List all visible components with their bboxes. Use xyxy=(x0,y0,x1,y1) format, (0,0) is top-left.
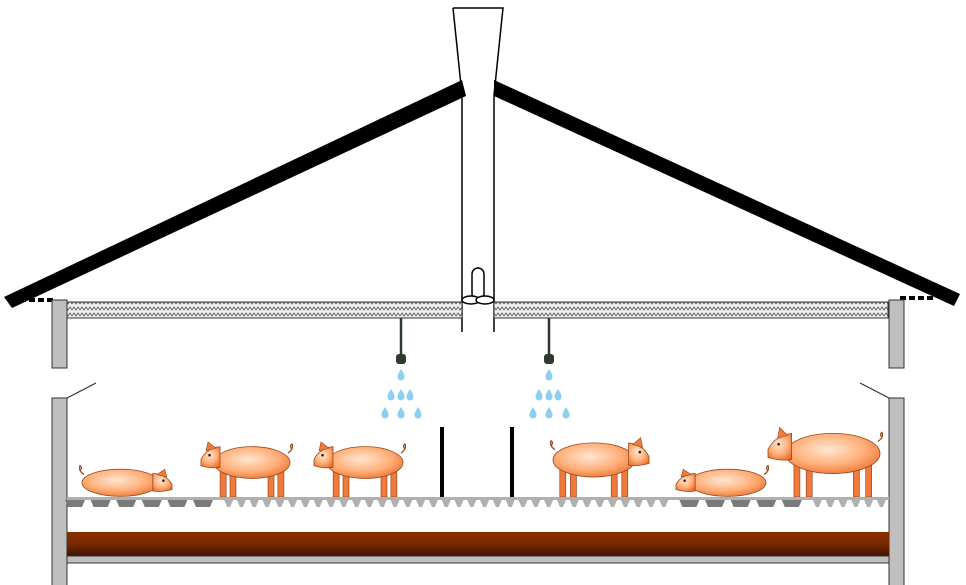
floor-slat xyxy=(275,500,285,507)
roof xyxy=(4,80,960,308)
floor-slat xyxy=(812,500,822,507)
floor-slat xyxy=(262,500,272,507)
water-drop-icon xyxy=(545,407,553,419)
floor-slat xyxy=(825,500,835,507)
floor-slat xyxy=(646,500,656,507)
pig-standing xyxy=(313,441,407,498)
floor-slat xyxy=(864,500,874,507)
floor-slat xyxy=(364,500,374,507)
left-air-inlet-flap xyxy=(66,382,97,399)
floor-slat xyxy=(781,500,802,507)
right-air-inlet-flap xyxy=(859,382,890,399)
water-drop-icon xyxy=(545,389,553,401)
floor-slat xyxy=(167,500,188,507)
right-wall xyxy=(888,299,905,585)
floor-slat xyxy=(556,500,566,507)
floor-slat xyxy=(313,500,323,507)
ceiling-insulation-left xyxy=(66,301,463,319)
floor-slat xyxy=(633,500,643,507)
floor-slat xyxy=(756,500,777,507)
floor-slat xyxy=(582,500,592,507)
floor-slat xyxy=(730,500,751,507)
ventilation-chimney xyxy=(452,7,504,332)
floor-slat xyxy=(352,500,362,507)
floor-slat xyxy=(454,500,464,507)
pig-standing xyxy=(767,426,884,498)
slatted-floor xyxy=(65,497,889,507)
pig-standing xyxy=(200,441,294,498)
floor-slat xyxy=(544,500,554,507)
floor-slat xyxy=(377,500,387,507)
floor-slat xyxy=(531,500,541,507)
sprinkler xyxy=(381,318,422,419)
floor-slat xyxy=(838,500,848,507)
water-drop-icon xyxy=(397,407,405,419)
floor-slat xyxy=(851,500,861,507)
left-wall xyxy=(51,299,68,585)
floor-slat xyxy=(193,500,213,507)
floor-slat xyxy=(141,500,162,507)
water-drop-icon xyxy=(387,389,395,401)
floor-slat xyxy=(480,500,490,507)
water-drop-icon xyxy=(562,407,570,419)
floor-slat xyxy=(428,500,438,507)
floor-slat xyxy=(608,500,618,507)
floor-top xyxy=(67,497,889,500)
floor-slat xyxy=(403,500,413,507)
water-drop-icon xyxy=(397,389,405,401)
floor-slat xyxy=(569,500,579,507)
floor-slat xyxy=(288,500,298,507)
water-drop-icon xyxy=(529,407,537,419)
floor-slat xyxy=(492,500,502,507)
floor-slat xyxy=(390,500,400,507)
floor-slat xyxy=(467,500,477,507)
water-drop-icon xyxy=(397,369,405,381)
pig-lying xyxy=(675,464,770,497)
floor-slat xyxy=(659,500,669,507)
floor-slat xyxy=(518,500,528,507)
water-drop-icon xyxy=(414,407,422,419)
floor-slat xyxy=(300,500,310,507)
floor-slat xyxy=(224,500,234,507)
floor-slat xyxy=(595,500,605,507)
floor-slat xyxy=(236,500,246,507)
floor-slat xyxy=(876,500,886,507)
water-drop-icon xyxy=(545,369,553,381)
water-drop-icon xyxy=(535,389,543,401)
water-drop-icon xyxy=(406,389,414,401)
pen-divider xyxy=(510,427,514,497)
water-drop-icon xyxy=(381,407,389,419)
nozzle-icon xyxy=(396,354,406,364)
floor-slat xyxy=(116,500,137,507)
floor-slat xyxy=(416,500,426,507)
pig-standing xyxy=(549,437,650,498)
sprinkler xyxy=(529,318,570,419)
floor-slat xyxy=(441,500,451,507)
floor-slat xyxy=(620,500,630,507)
pen-divider xyxy=(440,427,444,497)
floor-slat xyxy=(326,500,336,507)
ceiling-insulation-right xyxy=(493,301,889,319)
floor-slat xyxy=(65,500,85,507)
floor-slat xyxy=(249,500,259,507)
pig-lying xyxy=(78,464,173,497)
water-drop-icon xyxy=(554,389,562,401)
floor-slat xyxy=(339,500,349,507)
nozzle-icon xyxy=(544,354,554,364)
floor-slat xyxy=(505,500,515,507)
floor-slat xyxy=(90,500,111,507)
manure-pit xyxy=(67,532,889,556)
pit-floor xyxy=(66,555,890,564)
floor-slat xyxy=(705,500,725,507)
floor-slat xyxy=(679,500,700,507)
